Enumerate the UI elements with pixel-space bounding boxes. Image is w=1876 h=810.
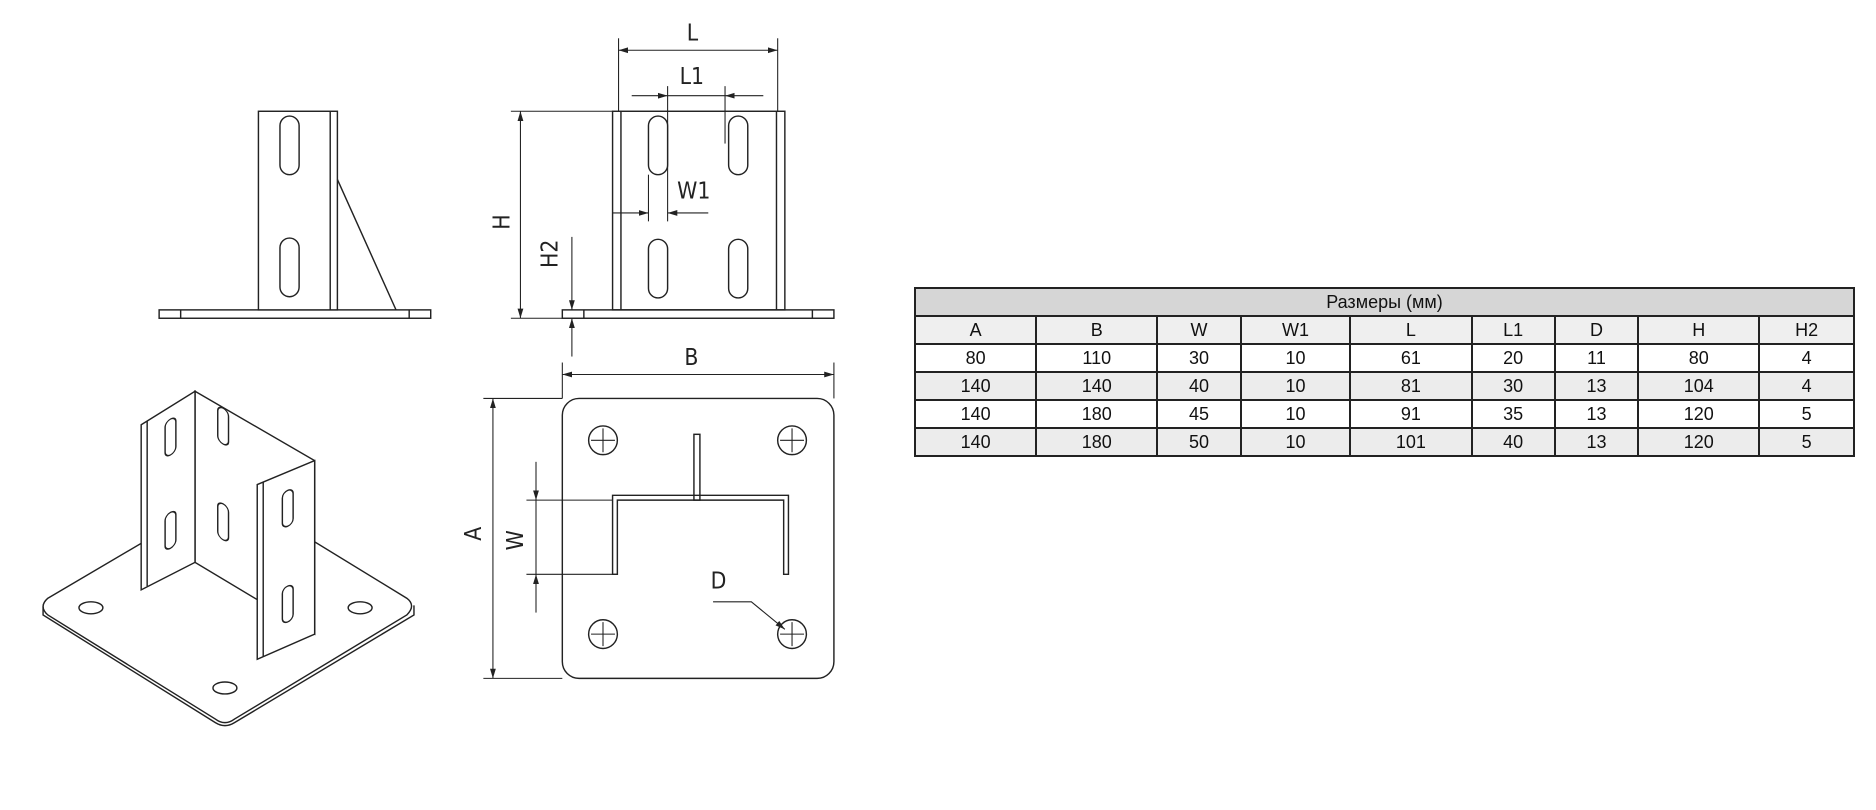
- column-header: D: [1553, 315, 1640, 345]
- table-cell: 45: [1156, 399, 1242, 429]
- table-cell: 81: [1349, 371, 1473, 401]
- table-row: 80 110 30 10 61 20 11 80 4: [913, 343, 1855, 373]
- dim-label-H: H: [490, 214, 516, 229]
- column-header: W: [1156, 315, 1242, 345]
- column-header: H: [1637, 315, 1761, 345]
- dimensions-table: Размеры (мм) A B W W1 L L1 D H H2 80 110…: [913, 287, 1855, 457]
- table-title: Размеры (мм): [914, 287, 1855, 317]
- table-cell: 80: [913, 343, 1038, 373]
- table-cell: 61: [1349, 343, 1473, 373]
- table-cell: 40: [1470, 427, 1556, 457]
- table-cell: 50: [1156, 427, 1242, 457]
- front-view: L L1 W1 H H2: [490, 21, 835, 357]
- table-cell: 4: [1758, 371, 1855, 401]
- table-cell: 40: [1156, 371, 1242, 401]
- column-header: H2: [1758, 315, 1855, 345]
- table-cell: 5: [1758, 427, 1855, 457]
- table-cell: 101: [1349, 427, 1473, 457]
- column-header: L1: [1470, 315, 1556, 345]
- dim-label-A: A: [461, 527, 487, 541]
- table-cell: 10: [1239, 399, 1352, 429]
- table-cell: 5: [1758, 399, 1855, 429]
- table-header-row: A B W W1 L L1 D H H2: [913, 315, 1855, 345]
- dim-label-B: B: [684, 345, 698, 371]
- plan-view: B A W D: [461, 345, 835, 680]
- table-cell: 10: [1239, 371, 1352, 401]
- column-header: A: [913, 315, 1038, 345]
- dim-label-L: L: [687, 21, 699, 47]
- table-cell: 4: [1758, 343, 1855, 373]
- table-cell: 140: [913, 371, 1038, 401]
- table-cell: 10: [1239, 343, 1352, 373]
- table-cell: 140: [913, 427, 1038, 457]
- table-row: 140 180 50 10 101 40 13 120 5: [913, 427, 1855, 457]
- column-header: B: [1035, 315, 1159, 345]
- dim-label-W1: W1: [677, 179, 710, 205]
- dim-label-L1: L1: [680, 64, 704, 90]
- column-header: W1: [1239, 315, 1352, 345]
- table-cell: 13: [1553, 371, 1640, 401]
- table-cell: 11: [1553, 343, 1640, 373]
- table-cell: 180: [1035, 399, 1159, 429]
- table-cell: 35: [1470, 399, 1556, 429]
- dim-label-H2: H2: [538, 240, 564, 268]
- table-cell: 13: [1553, 427, 1640, 457]
- table-cell: 30: [1156, 343, 1242, 373]
- dim-label-D: D: [711, 569, 727, 595]
- table-cell: 140: [1035, 371, 1159, 401]
- table-cell: 110: [1035, 343, 1159, 373]
- table-row: 140 140 40 10 81 30 13 104 4: [913, 371, 1855, 401]
- mounting-holes: [587, 425, 808, 650]
- table-row: 140 180 45 10 91 35 13 120 5: [913, 399, 1855, 429]
- table-cell: 80: [1637, 343, 1761, 373]
- column-header: L: [1349, 315, 1473, 345]
- table-cell: 13: [1553, 399, 1640, 429]
- table-cell: 20: [1470, 343, 1556, 373]
- table-cell: 120: [1637, 427, 1761, 457]
- table-cell: 180: [1035, 427, 1159, 457]
- table-cell: 30: [1470, 371, 1556, 401]
- isometric-view: [42, 389, 415, 727]
- table-cell: 10: [1239, 427, 1352, 457]
- table-cell: 140: [913, 399, 1038, 429]
- side-view: [158, 110, 432, 319]
- dim-label-W: W: [503, 530, 529, 550]
- table-cell: 120: [1637, 399, 1761, 429]
- table-cell: 104: [1637, 371, 1761, 401]
- table-cell: 91: [1349, 399, 1473, 429]
